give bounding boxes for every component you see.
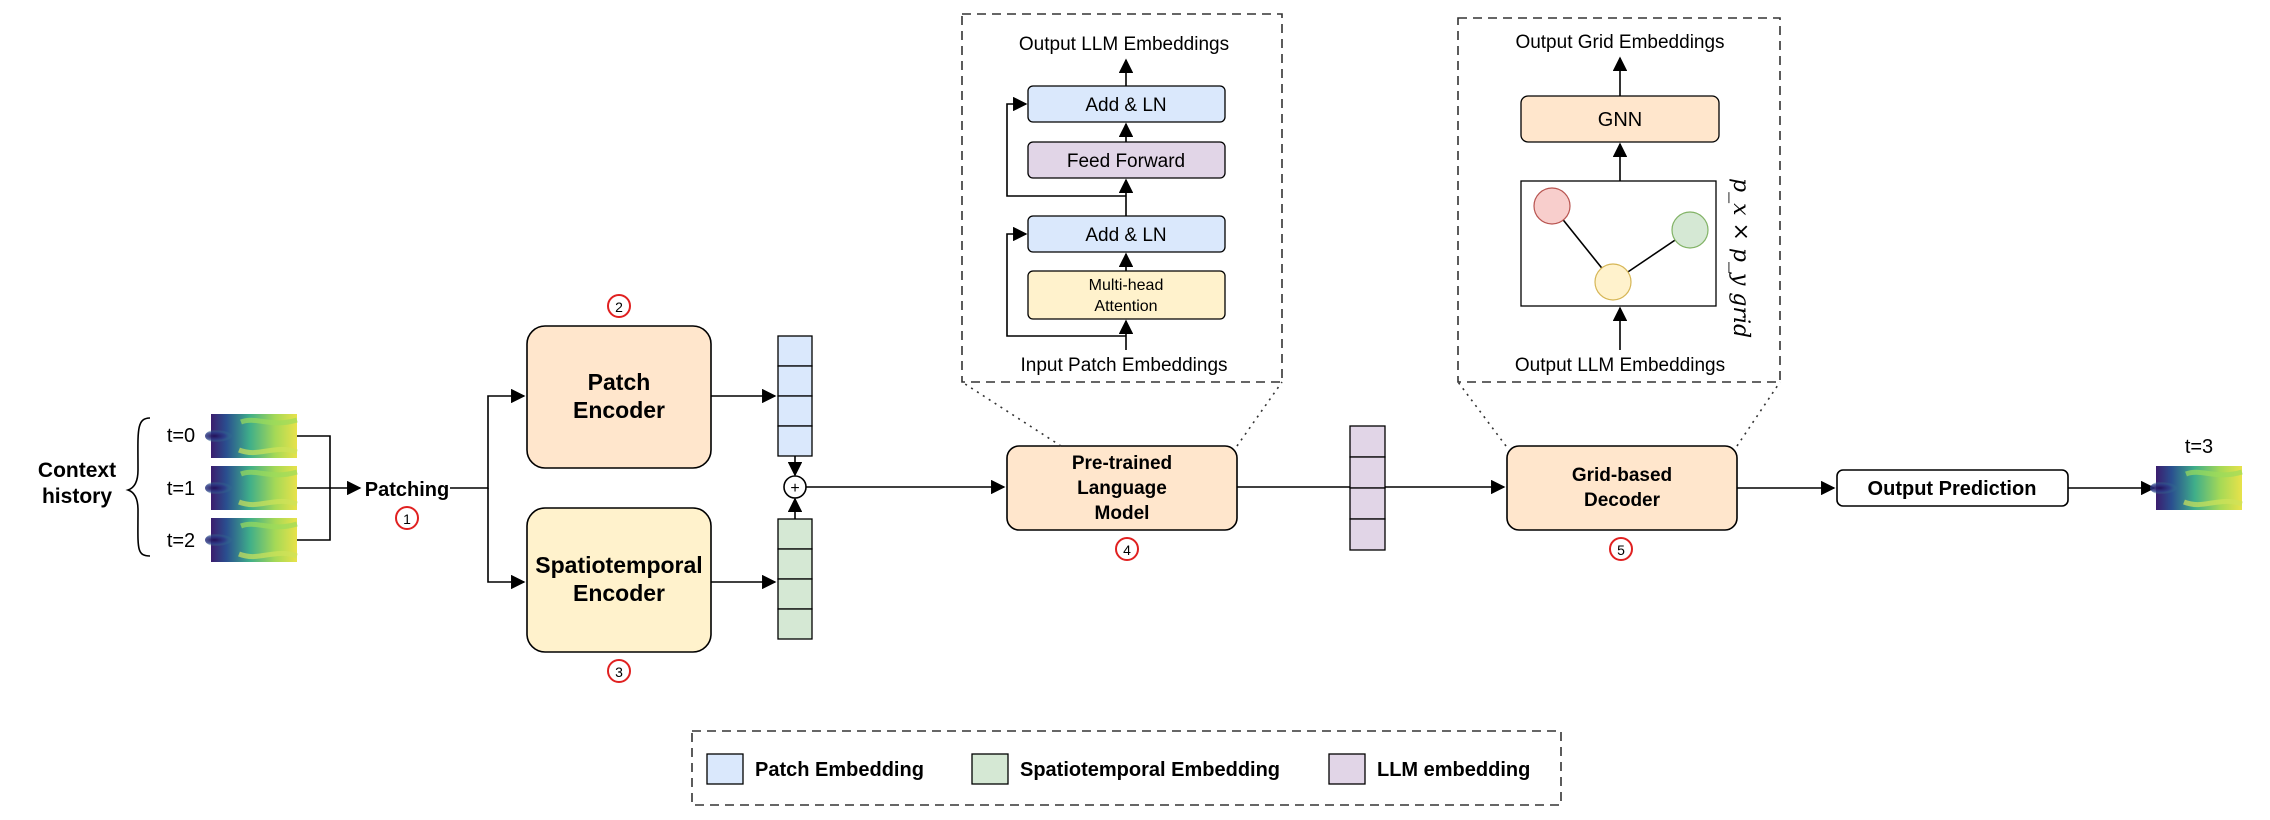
llm-embedding-group: [1237, 425, 1506, 551]
step-1-number: 1: [403, 511, 411, 527]
graph-node-green: [1671, 211, 1709, 249]
residual-connection-top: [1006, 96, 1126, 197]
step-3-badge: 3: [607, 659, 631, 683]
spatio-encoder-label-line1: Spatiotemporal: [535, 552, 702, 578]
transformer-detail-panel: [961, 13, 1283, 383]
spatio-encoder-label-line2: Encoder: [573, 580, 665, 606]
spatio-encoder-box: [526, 507, 712, 653]
decoder-detail-panel: [1457, 17, 1781, 383]
residual-connection-bottom: [1006, 226, 1126, 337]
legend-spatio-label: Spatiotemporal Embedding: [1020, 759, 1280, 781]
mha-label-line1: Multi-head: [1089, 277, 1164, 294]
grid-decoder: Grid-based Decoder Output Grid Embedding…: [1457, 17, 1781, 531]
flow-frame-t0-image: [205, 414, 297, 458]
context-history-label-line2: history: [42, 485, 112, 508]
decoder-label-line2: Decoder: [1584, 490, 1661, 511]
language-model: Pre-trained Language Model Output LLM Em…: [961, 13, 1283, 531]
decoder-output-label: Output Grid Embeddings: [1515, 32, 1724, 53]
decoder-label-line1: Grid-based: [1572, 465, 1672, 486]
legend-border: [691, 730, 1562, 806]
patch-embedding-stack: [777, 335, 813, 457]
patching-to-patch-encoder-arrow: [450, 388, 526, 489]
gnn-label: GNN: [1598, 109, 1642, 131]
transformer-input-label: Input Patch Embeddings: [1020, 355, 1227, 376]
grid-size-label: p_x × p_y grid: [1728, 178, 1753, 338]
patch-encoder-label-line1: Patch: [588, 369, 651, 395]
step-4-number: 4: [1123, 542, 1131, 558]
step-markers: 1 2 3 4 5: [395, 294, 1633, 683]
decoder-zoom-line-right: [1736, 381, 1781, 447]
output-frame-image: [2150, 466, 2242, 510]
llm-embedding-stack: [1349, 425, 1386, 551]
frame-label-t1: t=1: [167, 478, 195, 500]
decoder-input-label: Output LLM Embeddings: [1515, 355, 1725, 376]
patching-label: Patching: [365, 479, 449, 501]
feed-forward-label: Feed Forward: [1067, 151, 1185, 172]
spatio-embedding-stack: [777, 518, 813, 640]
legend-patch-label: Patch Embedding: [755, 759, 924, 781]
flow-frame-t1-image: [205, 466, 297, 510]
llm-label-line2: Language: [1077, 478, 1167, 499]
patch-encoder-label-line2: Encoder: [573, 397, 665, 423]
transformer-output-label: Output LLM Embeddings: [1019, 34, 1229, 55]
legend-patch-swatch: [706, 753, 744, 785]
add-ln-top-label: Add & LN: [1085, 95, 1166, 116]
output-prediction-label: Output Prediction: [1868, 478, 2037, 500]
sum-node-plus: +: [790, 480, 799, 497]
output-frame-label: t=3: [2185, 436, 2213, 458]
add-ln-bottom-label: Add & LN: [1085, 225, 1166, 246]
frame-label-t0: t=0: [167, 425, 195, 447]
frame-label-t2: t=2: [167, 530, 195, 552]
graph-node-yellow: [1594, 263, 1632, 301]
llm-zoom-line-right: [1236, 381, 1283, 447]
legend-llm-label: LLM embedding: [1377, 759, 1530, 781]
llm-zoom-line-left: [961, 381, 1062, 447]
legend-spatio-swatch: [971, 753, 1009, 785]
decoder-box: [1506, 445, 1738, 531]
flow-frame-t2-image: [205, 518, 297, 562]
mha-label-line2: Attention: [1094, 298, 1157, 315]
step-5-badge: 5: [1609, 537, 1633, 561]
step-1-badge: 1: [395, 506, 419, 530]
context-history: Context history t=0 t=1 t=2 Patching: [38, 414, 449, 562]
llm-box: [1006, 445, 1238, 531]
step-2-number: 2: [615, 299, 623, 315]
graph-node-red: [1533, 187, 1571, 225]
context-brace: [125, 417, 151, 557]
llm-label-line1: Pre-trained: [1072, 453, 1172, 474]
context-history-label-line1: Context: [38, 459, 116, 482]
step-5-number: 5: [1617, 542, 1625, 558]
patch-encoder-box: [526, 325, 712, 469]
step-3-number: 3: [615, 664, 623, 680]
step-4-badge: 4: [1115, 537, 1139, 561]
step-2-badge: 2: [607, 294, 631, 318]
legend: Patch Embedding Spatiotemporal Embedding…: [691, 730, 1562, 806]
encoders: Patch Encoder Spatiotemporal Encoder +: [450, 325, 1006, 653]
output-group: Output Prediction t=3: [1737, 436, 2242, 510]
decoder-zoom-line-left: [1457, 381, 1507, 447]
llm-label-line3: Model: [1095, 503, 1150, 524]
patching-to-spatio-encoder-arrow: [487, 488, 526, 590]
legend-llm-swatch: [1328, 753, 1366, 785]
